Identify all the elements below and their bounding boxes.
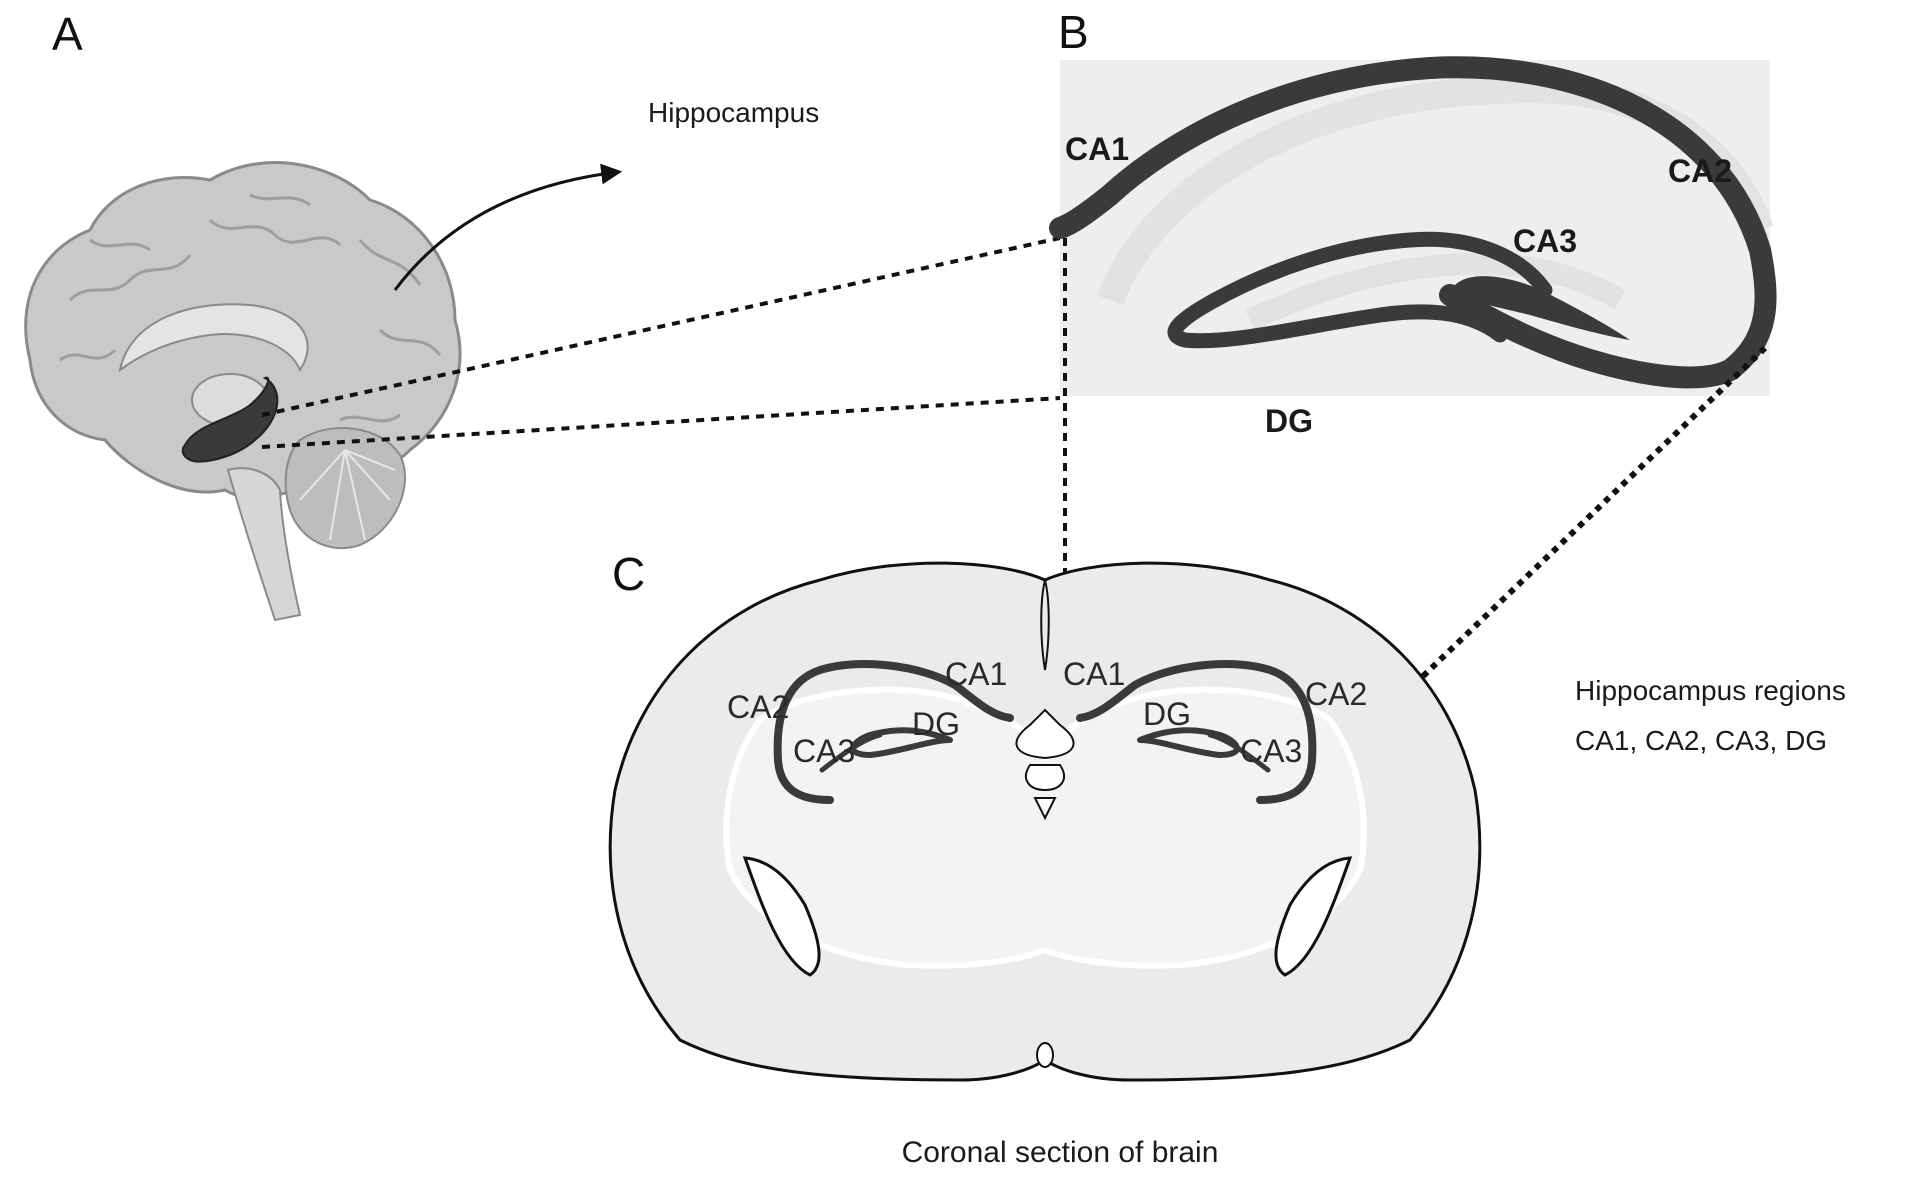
panel-a: A [24,8,1061,622]
panel-c-right-dg-label: DG [1143,696,1191,732]
panel-c-right-ca1-label: CA1 [1063,656,1125,692]
midline-fissure [1040,579,1050,671]
panel-b-ca2-label: CA2 [1668,153,1732,189]
sagittal-brain-illustration [24,161,462,622]
panel-b: B CA1 CA2 CA3 DG [1049,6,1777,778]
panel-c-left-ca1-label: CA1 [945,656,1007,692]
zoom-lines-b-to-c [1063,238,1768,778]
legend-title: Hippocampus regions [1575,675,1846,706]
panel-c-left-dg-label: DG [912,706,960,742]
coronal-section-caption: Coronal section of brain [902,1136,1219,1169]
legend-region-list: CA1, CA2, CA3, DG [1575,725,1827,756]
brainstem [226,467,302,622]
regions-legend: Hippocampus regions CA1, CA2, CA3, DG [1575,675,1846,756]
panel-b-letter: B [1058,6,1089,58]
hippocampus-structure [181,376,279,463]
cornu-ammonis-layer [1049,56,1777,389]
cerebellum [284,427,406,550]
right-hippocampus [1076,660,1317,804]
panel-b-ca3-label: CA3 [1513,223,1577,259]
ca3-layer [1455,276,1630,340]
panel-c-left-ca2-label: CA2 [727,689,789,725]
dentate-gyrus-layer [1167,231,1553,349]
panel-a-letter: A [52,8,83,60]
panel-c-right-ca3-label: CA3 [1240,733,1302,769]
panel-b-ca1-label: CA1 [1065,131,1129,167]
panel-c-letter: C [612,548,645,600]
left-hippocampus [773,660,1014,804]
panel-c: C CA1 CA2 CA3 DG CA1 [608,548,1482,1169]
right-lateral-ventricle [1274,856,1353,977]
panel-c-right-ca2-label: CA2 [1305,676,1367,712]
third-ventricle [1015,708,1075,760]
corpus-callosum [118,303,309,373]
hippocampus-callout-arrow [393,163,623,291]
panel-c-left-ca3-label: CA3 [793,733,855,769]
zoom-lines-a-to-b [261,236,1061,449]
left-lateral-ventricle [742,856,821,977]
hippocampus-label: Hippocampus [648,97,819,128]
panel-b-dg-label: DG [1265,403,1313,439]
